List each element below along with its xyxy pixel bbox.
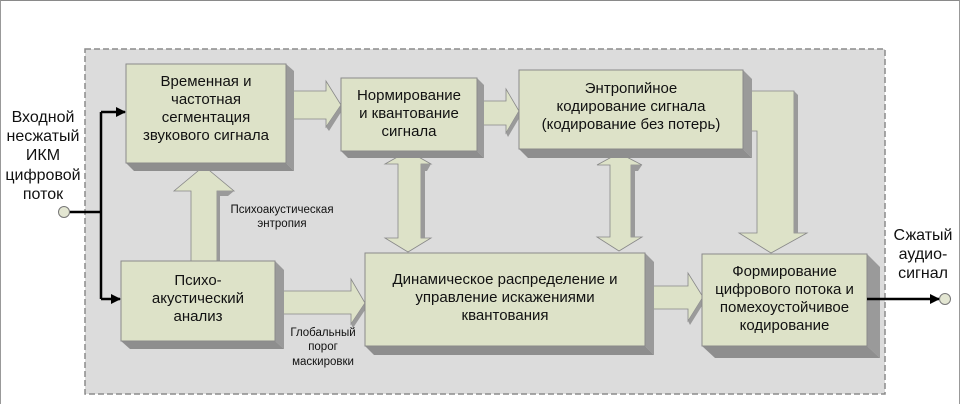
output-terminal [939,293,951,305]
block-quantization-label: Нормирование и квантование сигнала [356,87,462,140]
block-entropy [518,69,752,158]
block-segmentation-label: Временная и частотная сегментация звуков… [143,73,269,144]
block-psychoacoustic [120,260,284,349]
block-dynamic [364,252,654,355]
block-formation [701,253,880,358]
arrow-dynamic-to-formation [650,271,705,325]
arrow-bidirectional-entropy-dynamic [595,152,644,252]
block-entropy-label: Энтропийное кодирование сигнала (кодиров… [541,80,721,133]
annotation-psychoacoustic-entropy: Психоакустическая энтропия [230,204,334,231]
arrow-psychoacoustic-to-dynamic [277,277,367,328]
block-psychoacoustic-label: Психо- акустический анализ [151,272,245,325]
block-formation-label: Формирование цифрового потока и помехоус… [715,263,854,334]
input-label: Входной несжатый ИКМ цифровой поток [5,109,81,203]
annotation-global-masking-threshold: Глобальный порог маскировки [290,327,356,368]
block-segmentation [125,63,294,171]
arrow-bidirectional-quantization-dynamic [383,150,433,253]
output-label: Сжатый аудио- сигнал [893,227,953,283]
block-quantization [340,77,484,158]
input-signal-lines [69,107,126,304]
block-dynamic-label: Динамическое распределение и управление … [392,271,618,324]
arrow-segmentation-to-quantization [285,79,343,131]
input-terminal [58,206,70,218]
